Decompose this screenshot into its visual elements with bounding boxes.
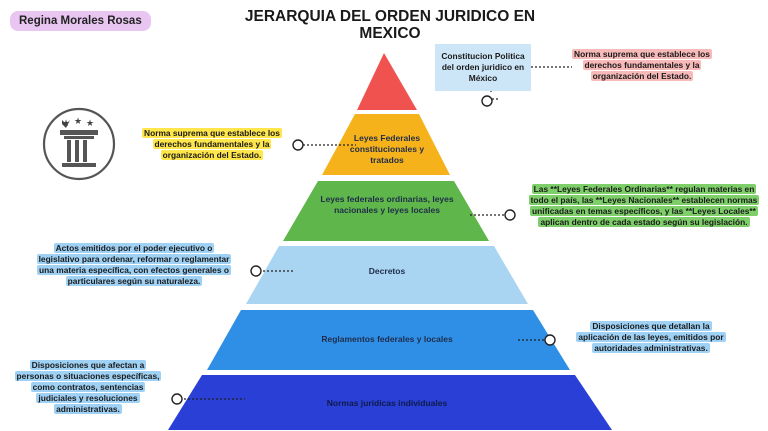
pillar-icon: ★ ★ ★ [42, 107, 116, 181]
connector-dot-6 [171, 393, 183, 405]
svg-text:★: ★ [86, 118, 94, 128]
level-label-ordinary: Leyes federales ordinarias, leyes nacion… [320, 194, 454, 215]
level-6-shape [168, 375, 612, 430]
level-label-decrees: Decretos [368, 266, 406, 276]
level-3-shape [283, 181, 489, 241]
level-label-individual: Normas jurídicas individuales [326, 398, 448, 408]
level-2-shape [322, 114, 450, 175]
level-4-shape [246, 246, 528, 304]
author-badge: Regina Morales Rosas [10, 11, 151, 31]
note-individual: Disposiciones que afectan a personas o s… [14, 360, 162, 414]
connector-dot-1 [481, 95, 493, 107]
connector-dot-5 [544, 334, 556, 346]
connector-dot-3 [504, 209, 516, 221]
connector-dot-4 [250, 265, 262, 277]
level-label-federal: Leyes Federales constitucionales y trata… [349, 133, 425, 165]
note-federal: Norma suprema que establece los derechos… [142, 128, 282, 160]
note-ordinary: Las **Leyes Federales Ordinarias** regul… [528, 184, 760, 227]
level-label-regulations: Reglamentos federales y locales [321, 334, 453, 344]
note-constitution: Norma suprema que establece los derechos… [572, 49, 712, 81]
connector-dot-2 [292, 139, 304, 151]
note-decrees: Actos emitidos por el poder ejecutivo o … [36, 243, 232, 286]
level-1-shape [357, 53, 417, 110]
svg-text:★: ★ [62, 118, 70, 128]
svg-text:★: ★ [74, 116, 82, 126]
note-regulations: Disposiciones que detallan la aplicación… [576, 321, 726, 353]
page-title: JERARQUIA DEL ORDEN JURIDICO EN MEXICO [244, 8, 536, 42]
level-5-shape [207, 310, 570, 370]
level-label-constitution: Constitucion Politica del orden juridico… [435, 44, 531, 91]
